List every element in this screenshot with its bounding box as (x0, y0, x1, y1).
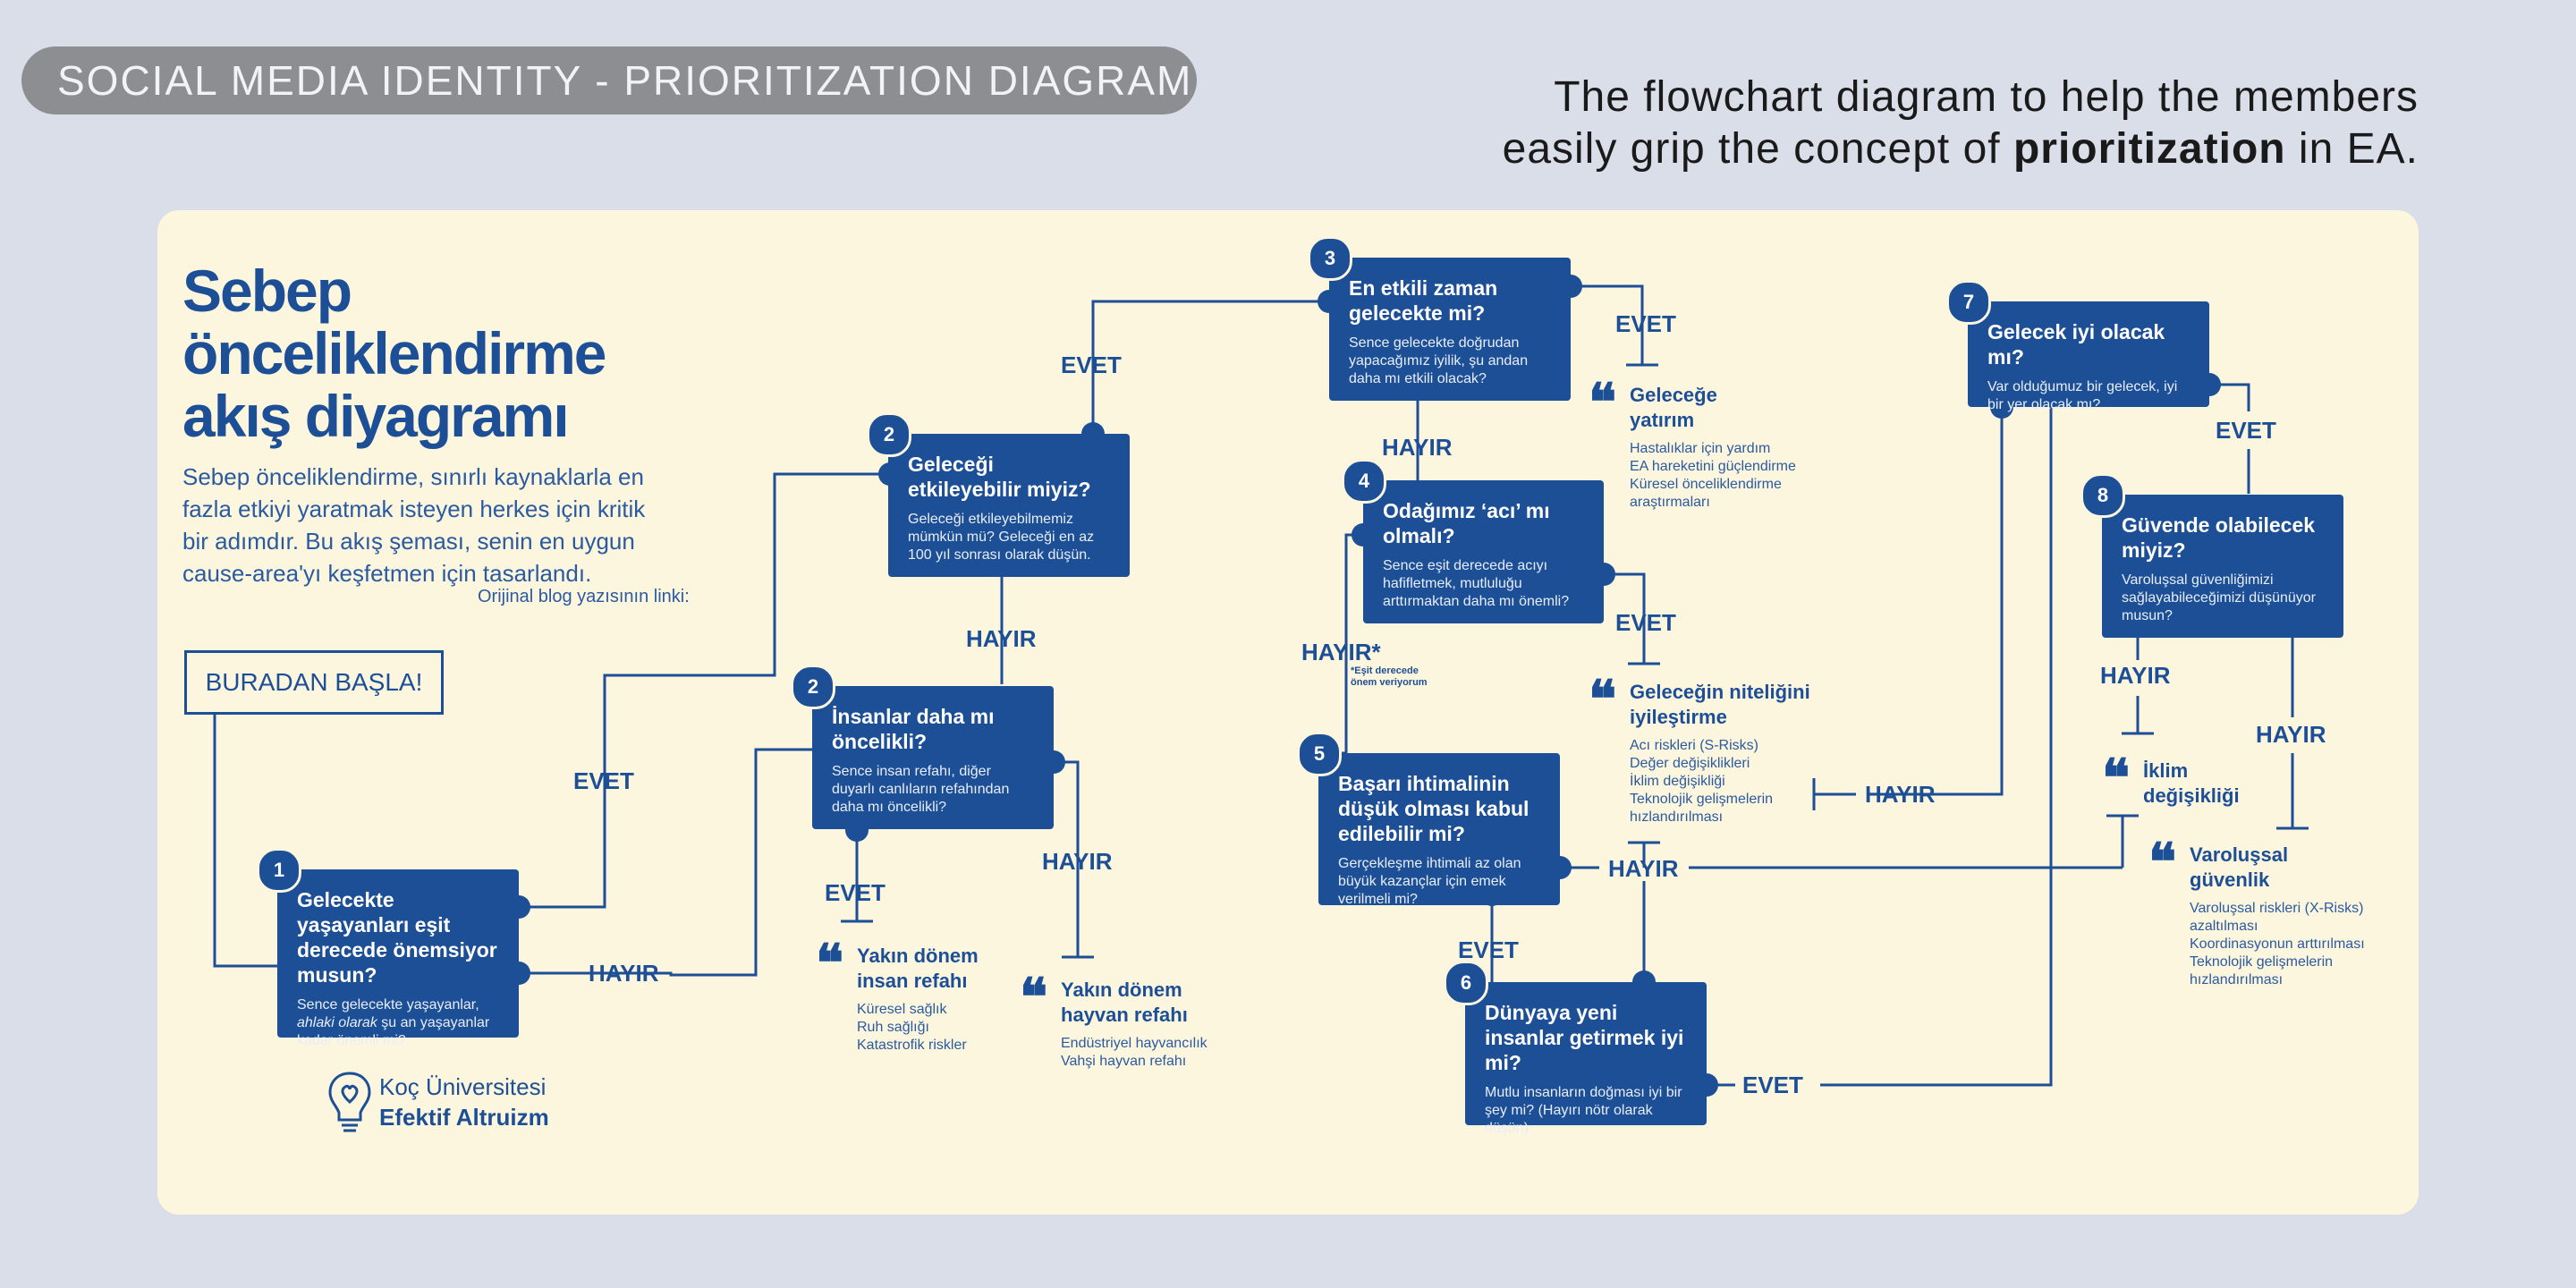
outcome-6-title: Varoluşsal güvenlik (2190, 843, 2289, 891)
tagline-pre: easily grip the concept of (1502, 125, 2013, 173)
tagline-line1: The flowchart diagram to help the member… (1554, 73, 2419, 121)
diagram-title: Sebep önceliklendirme akış diyagramı (182, 258, 607, 449)
label-evet-q6: EVET (1742, 1072, 1803, 1098)
question-2b: İnsanlar daha mı öncelikli? Sence insan … (812, 686, 1054, 829)
outcome-climate: ❝ İklim değişikliği (2102, 751, 2281, 809)
outcome-3-title: Geleceğe yatırım (1630, 384, 1717, 431)
question-4: Odağımız ‘acı’ mı olmalı? Sence eşit der… (1363, 480, 1604, 623)
question-6-desc: Mutlu insanların doğması iyi bir şey mi?… (1485, 1085, 1682, 1136)
label-evet-q5: EVET (1458, 936, 1519, 963)
question-2a-number: 2 (867, 412, 911, 457)
question-7: Gelecek iyi olacak mı? Var olduğumuz bir… (1968, 301, 2209, 412)
label-hayir-q1: HAYIR (589, 960, 659, 987)
tagline-line2: easily grip the concept of prioritizatio… (1503, 123, 2419, 175)
question-3-title: En etkili zaman gelecekte mi? (1349, 276, 1498, 325)
outcome-4-items: Acı riskleri (S-Risks)Değer değişiklikle… (1630, 738, 1774, 825)
question-2b-number: 2 (791, 665, 835, 709)
intro-text: Sebep önceliklendirme, sınırlı kaynaklar… (182, 463, 646, 587)
question-7-title: Gelecek iyi olacak mı? (1987, 320, 2165, 369)
question-8-desc: Varoluşsal güvenliğimizi sağlayabileceği… (2122, 572, 2317, 623)
outcome-2-title: Yakın dönem hayvan refahı (1061, 979, 1188, 1026)
question-7-desc: Var olduğumuz bir gelecek, iyi bir yer o… (1987, 379, 2178, 412)
lightbulb-heart-icon (328, 1072, 371, 1132)
outcome-near-term-human: ❝ Yakın dönem insan refahı Küresel sağlı… (816, 936, 1021, 1055)
outcome-improve-future: ❝ Geleceğin niteliğini iyileştirme Acı r… (1589, 673, 1821, 826)
label-hayir-q7: HAYIR (1865, 781, 1936, 808)
question-2b-desc: Sence insan refahı, diğer duyarlı canlıl… (832, 764, 1010, 815)
label-evet-q1: EVET (573, 767, 634, 794)
question-4-number: 4 (1342, 459, 1386, 504)
question-6-number: 6 (1444, 961, 1488, 1005)
question-1-desc: Sence gelecekte yaşayanlar, ahlaki olara… (297, 997, 490, 1048)
outcome-5-title: İklim değişikliği (2143, 759, 2240, 807)
question-5-number: 5 (1297, 732, 1342, 776)
quote-icon: ❝ (1589, 669, 1617, 730)
outcome-invest-future: ❝ Geleceğe yatırım Hastalıklar için yard… (1589, 376, 1821, 512)
header-pill: SOCIAL MEDIA IDENTITY - PRIORITIZATION D… (21, 47, 1197, 114)
label-evet-q3: EVET (1615, 310, 1676, 337)
header-pill-text: SOCIAL MEDIA IDENTITY - PRIORITIZATION D… (57, 57, 1193, 104)
question-5-desc: Gerçekleşme ihtimali az olan büyük kazan… (1338, 856, 1521, 907)
question-8-number: 8 (2080, 473, 2125, 518)
label-hayir-q2b: HAYIR (1042, 848, 1113, 875)
question-3-desc: Sence gelecekte doğrudan yapacağımız iyi… (1349, 335, 1529, 386)
question-2a: Geleceği etkileyebilir miyiz? Geleceği e… (888, 434, 1130, 577)
quote-icon: ❝ (2102, 748, 2131, 809)
question-6: Dünyaya yeni insanlar getirmek iyi mi? M… (1465, 982, 1707, 1136)
question-5-title: Başarı ihtimalinin düşük olması kabul ed… (1338, 772, 1530, 845)
question-2b-title: İnsanlar daha mı öncelikli? (832, 705, 995, 753)
label-hayir-q3: HAYIR (1382, 434, 1453, 461)
label-evet-q7: EVET (2216, 417, 2276, 444)
question-6-title: Dünyaya yeni insanlar getirmek iyi mi? (1485, 1001, 1684, 1074)
question-5: Başarı ihtimalinin düşük olması kabul ed… (1318, 753, 1560, 907)
question-1-number: 1 (257, 848, 301, 893)
question-1: Gelecekte yaşayanları eşit derecede önem… (277, 869, 519, 1048)
outcome-existential-security: ❝ Varoluşsal güvenlik Varoluşsal riskler… (2148, 835, 2390, 989)
label-evet-q2b: EVET (825, 879, 886, 906)
question-2a-desc: Geleceği etkileyebilmemiz mümkün mü? Gel… (908, 512, 1095, 563)
quote-icon: ❝ (2148, 832, 2177, 893)
question-7-number: 7 (1946, 280, 1991, 325)
label-evet-q4: EVET (1615, 609, 1676, 636)
logo-line2: Efektif Altruizm (379, 1104, 549, 1131)
tagline-post: in EA. (2285, 125, 2419, 173)
label-evet-q2a: EVET (1061, 352, 1122, 378)
question-4-title: Odağımız ‘acı’ mı olmalı? (1383, 499, 1550, 547)
logo-line1: Koç Üniversitesi (379, 1073, 547, 1100)
outcome-1-title: Yakın dönem insan refahı (857, 945, 979, 992)
quote-icon: ❝ (1020, 967, 1048, 1028)
label-hayir-q5: HAYIR (1608, 855, 1679, 882)
question-8: Güvende olabilecek miyiz? Varoluşsal güv… (2102, 495, 2343, 638)
question-8-title: Güvende olabilecek miyiz? (2122, 513, 2316, 562)
outcome-4-title: Geleceğin niteliğini iyileştirme (1630, 681, 1810, 728)
question-1-title: Gelecekte yaşayanları eşit derecede önem… (297, 888, 497, 987)
question-2a-title: Geleceği etkileyebilir miyiz? (908, 453, 1091, 501)
blog-link-label[interactable]: Orijinal blog yazısının linki: (478, 587, 690, 606)
label-hayir-star-q4: HAYIR* (1301, 639, 1381, 665)
question-4-desc: Sence eşit derecede acıyı hafifletmek, m… (1383, 558, 1570, 609)
label-hayir-q8a: HAYIR (2100, 662, 2171, 689)
outcome-near-term-animal: ❝ Yakın dönem hayvan refahı Endüstriyel … (1020, 970, 1234, 1071)
tagline: The flowchart diagram to help the member… (1503, 72, 2419, 175)
quote-icon: ❝ (816, 933, 844, 994)
outcome-6-items: Varoluşsal riskleri (X-Risks) azaltılmas… (2190, 901, 2365, 987)
question-3-number: 3 (1308, 236, 1352, 281)
label-hayir-q8b: HAYIR (2256, 721, 2326, 748)
start-box: BURADAN BAŞLA! (184, 650, 444, 715)
label-hayir-q2a: HAYIR (966, 625, 1037, 652)
question-3: En etkili zaman gelecekte mi? Sence gele… (1329, 258, 1571, 401)
quote-icon: ❝ (1589, 372, 1617, 433)
tagline-bold: prioritization (2012, 125, 2286, 173)
